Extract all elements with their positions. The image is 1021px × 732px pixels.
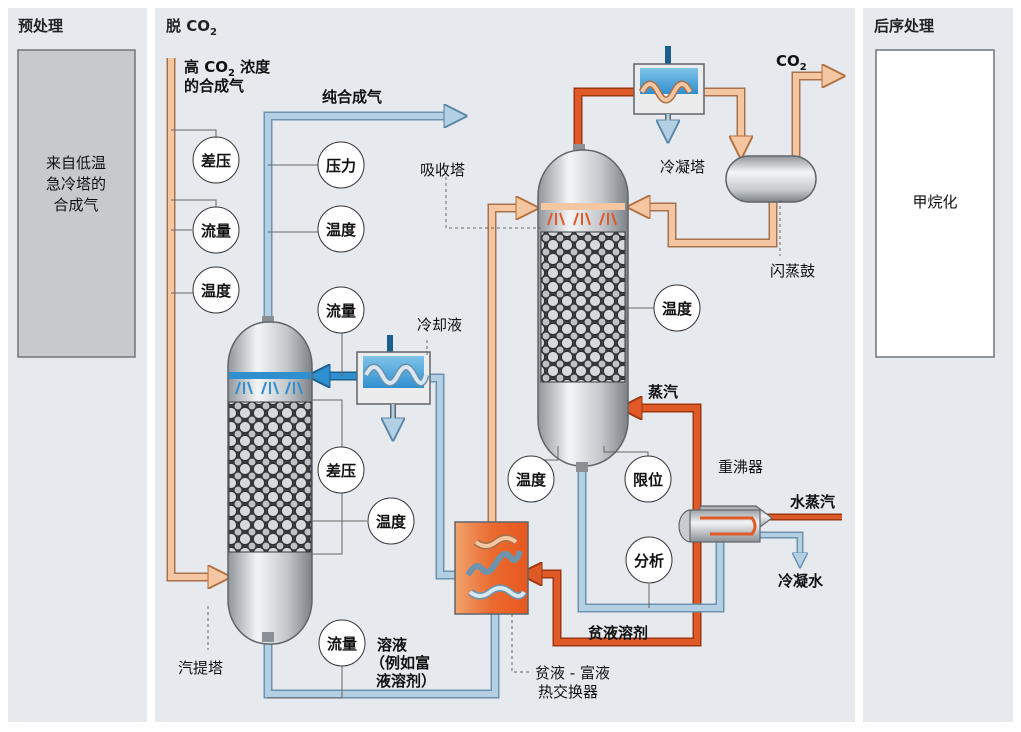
source-text-line2: 急冷塔的	[46, 175, 106, 193]
co2-out-pipe	[791, 76, 836, 158]
instrument-pressure: 压力	[317, 141, 365, 189]
condenser-unit	[633, 46, 705, 134]
water-steam-label: 水蒸汽	[790, 493, 835, 511]
methanation-box	[875, 49, 995, 358]
level-label: 限位	[633, 471, 663, 489]
absorber-column	[537, 144, 629, 472]
instrument-temp1: 温度	[192, 266, 240, 314]
lean-solvent-label: 贫液溶剂	[588, 624, 648, 642]
instrument-flow2: 流量	[317, 286, 365, 334]
hot-vapour-pipe	[573, 87, 636, 145]
instrument-dp1: 差压	[192, 136, 240, 184]
pretreatment-title: 预处理	[18, 17, 63, 35]
analysis-label: 分析	[634, 552, 664, 570]
flash-drum	[725, 155, 817, 203]
condenser-label: 冷凝塔	[660, 158, 705, 176]
syngas-source-box	[17, 49, 136, 358]
coolant-label: 冷却液	[417, 316, 462, 334]
instrument-analysis: 分析	[625, 536, 673, 584]
instrument-temp5: 温度	[507, 455, 555, 503]
reboiler-label: 重沸器	[718, 458, 763, 476]
coolant-cooler	[356, 335, 431, 432]
temp4-label: 温度	[662, 300, 693, 318]
instrument-temp2: 温度	[317, 205, 365, 253]
temp5-label: 温度	[516, 471, 547, 489]
heat-exchanger	[454, 521, 529, 615]
instrument-flow3: 流量	[318, 619, 366, 667]
solution-label-line3: 液溶剂）	[376, 672, 436, 690]
stripper-label: 汽提塔	[178, 659, 223, 677]
lean-cooling-pipe	[316, 376, 467, 580]
co2-out-label: CO2	[776, 52, 807, 73]
condensate-pipe	[760, 531, 800, 562]
condensate-label: 冷凝水	[778, 572, 824, 590]
methanation-text: 甲烷化	[912, 193, 957, 211]
reboiler	[678, 505, 773, 543]
temp3-label: 温度	[376, 513, 407, 531]
instrument-temp4: 温度	[653, 284, 701, 332]
instrument-temp3: 温度	[367, 497, 415, 545]
steam-pipe	[628, 408, 702, 522]
flash-drum-label: 闪蒸鼓	[770, 262, 815, 280]
pure-syngas-pipe	[263, 116, 458, 318]
stripper-column	[227, 316, 313, 645]
feed-gas-label-line1: 高 CO2 浓度	[184, 58, 271, 79]
source-text-line3: 合成气	[53, 196, 98, 214]
label-leaders	[207, 177, 781, 673]
instrument-dp2: 差压	[317, 446, 365, 494]
instrument-level: 限位	[624, 455, 672, 503]
feed-gas-label-line2: 的合成气	[184, 77, 244, 95]
solution-label-line1: 溶液	[377, 636, 408, 654]
flow3-label: 流量	[327, 635, 357, 653]
dp2-label: 差压	[326, 462, 356, 480]
condenser-to-drum-pipe	[700, 87, 741, 150]
reflux-pipe	[636, 200, 778, 248]
absorber-label: 吸收塔	[420, 161, 465, 179]
co2-removal-title: 脱 CO2	[166, 17, 217, 38]
flow1-label: 流量	[201, 222, 231, 240]
temp1-label: 温度	[201, 282, 232, 300]
post-treatment-title: 后序处理	[874, 17, 934, 35]
flow2-label: 流量	[326, 302, 356, 320]
feed-gas-pipe	[166, 58, 222, 577]
heat-exchanger-label-line1: 贫液 - 富液	[535, 664, 610, 682]
dp1-label: 差压	[201, 152, 231, 170]
temp2-label: 温度	[326, 221, 357, 239]
rich-to-absorber-pipe	[487, 208, 530, 532]
steam-label: 蒸汽	[648, 383, 678, 401]
solution-label-line2: （例如富	[370, 654, 430, 672]
instrument-flow1: 流量	[192, 206, 240, 254]
heat-exchanger-label-line2: 热交换器	[538, 683, 598, 701]
rich-solution-pipe	[263, 602, 500, 699]
pure-syngas-label: 纯合成气	[322, 88, 382, 106]
pressure-label: 压力	[326, 157, 356, 175]
source-text-line1: 来自低温	[46, 154, 106, 172]
